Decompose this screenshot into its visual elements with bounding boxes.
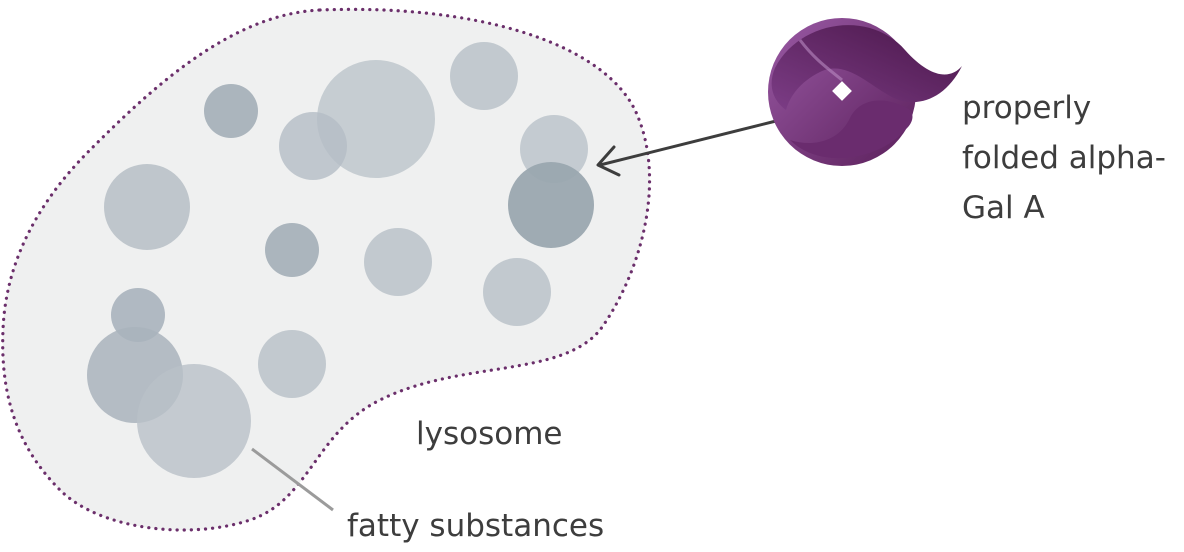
lipid-droplet (450, 42, 518, 110)
lipid-droplet (265, 223, 319, 277)
alpha-gal-a-label-line2: folded alpha- (962, 140, 1166, 176)
lysosome-label: lysosome (416, 416, 563, 452)
fatty-substances-label: fatty substances (347, 508, 605, 544)
lipid-droplet (258, 330, 326, 398)
lipid-droplet (483, 258, 551, 326)
lipid-droplet (137, 364, 251, 478)
lipid-droplet (104, 164, 190, 250)
alpha-gal-a-protein-icon (768, 18, 962, 166)
alpha-gal-a-label: properly folded alpha- Gal A (962, 83, 1166, 233)
lipid-droplet (279, 112, 347, 180)
lipid-droplet (204, 84, 258, 138)
lipid-droplets (87, 42, 594, 478)
alpha-gal-a-label-line1: properly (962, 90, 1092, 126)
fatty-substances-leader-line (251, 447, 334, 512)
arrow-icon (596, 119, 778, 177)
alpha-gal-a-label-line3: Gal A (962, 190, 1045, 226)
lipid-droplet (364, 228, 432, 296)
lipid-droplet (508, 162, 594, 248)
